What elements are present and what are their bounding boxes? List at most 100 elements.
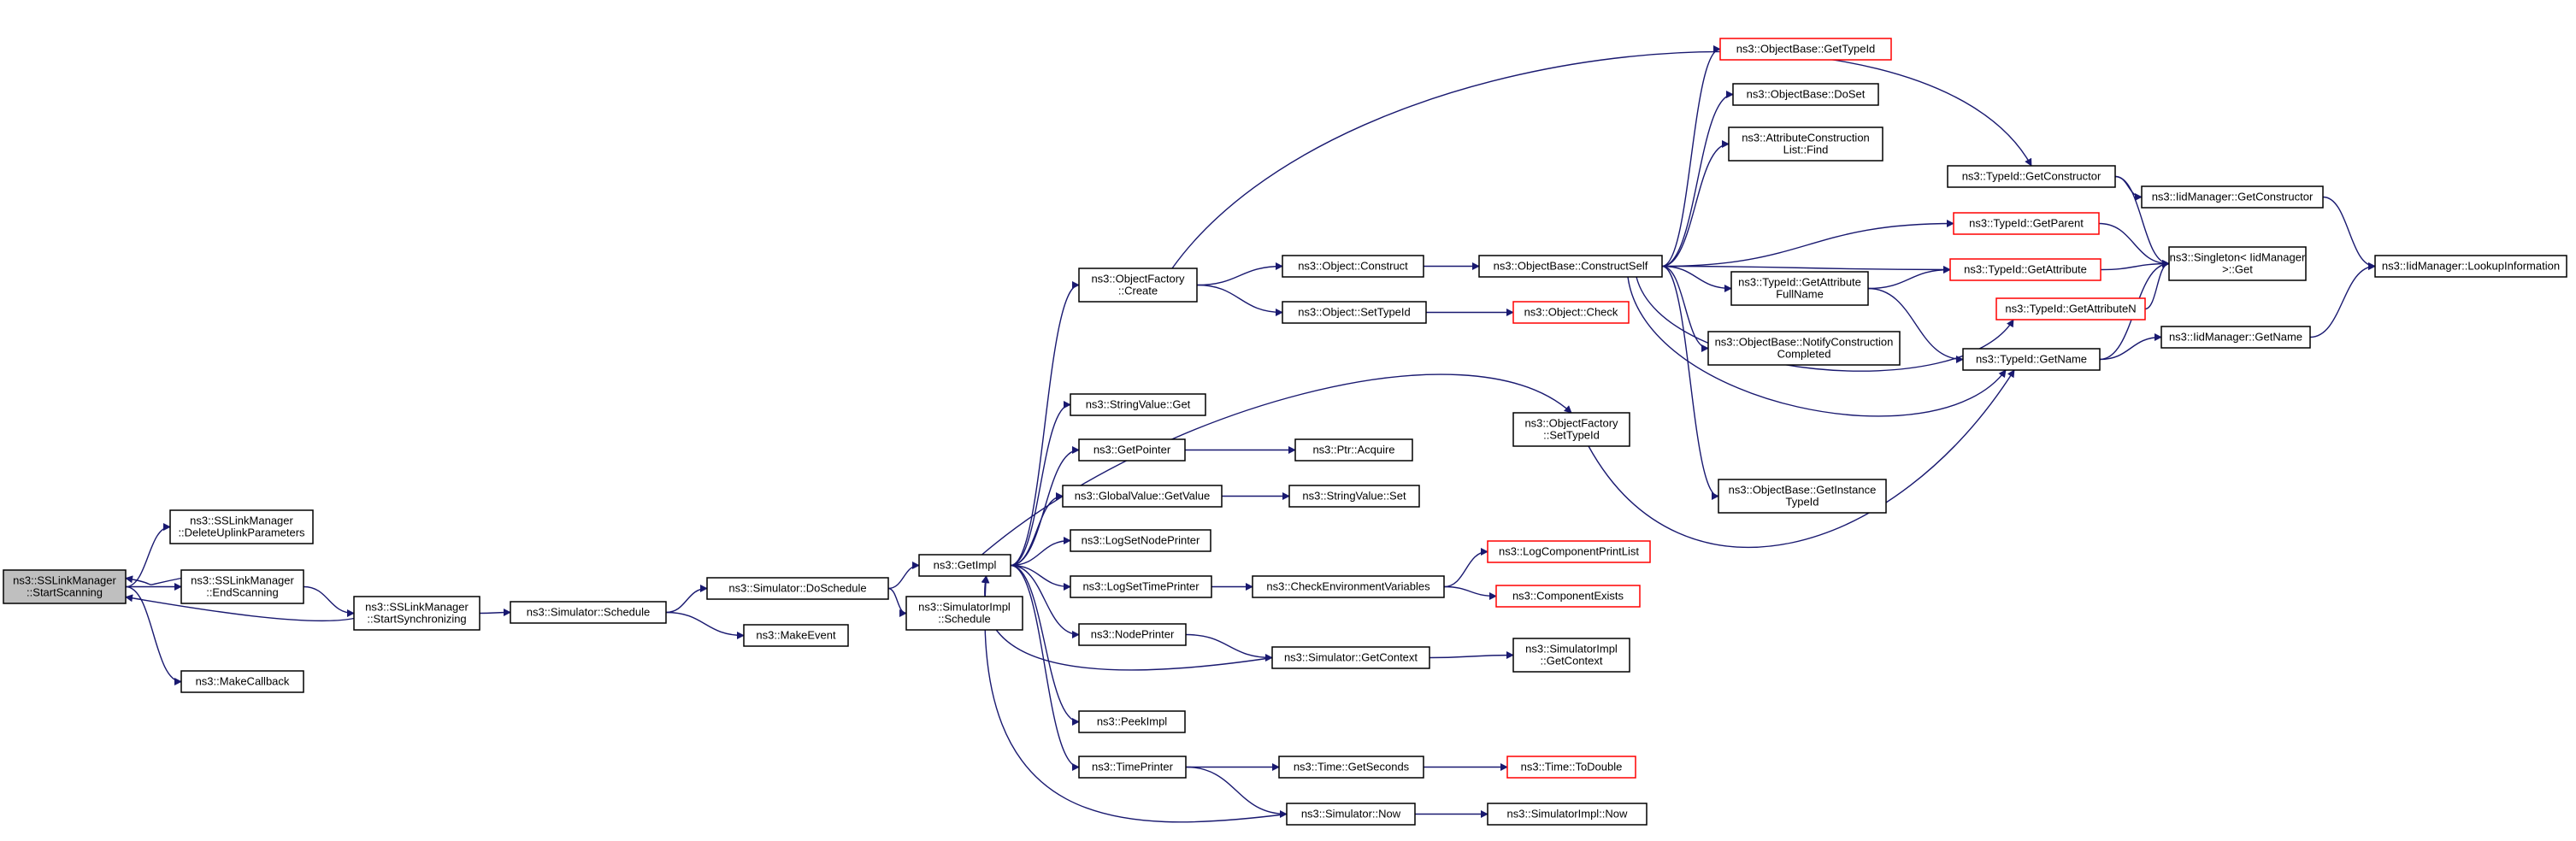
node-make_callback[interactable]: ns3::MakeCallback: [180, 670, 304, 693]
node-simimpl_schedule[interactable]: ns3::SimulatorImpl::Schedule: [905, 596, 1023, 631]
edge-get_impl-to-stringvalue_get: [1010, 401, 1071, 567]
node-box: [905, 596, 1023, 631]
node-label: ::StartSynchronizing: [367, 613, 466, 626]
node-label: ::DeleteUplinkParameters: [178, 526, 305, 539]
node-objbase_notify[interactable]: ns3::ObjectBase::NotifyConstructionCompl…: [1707, 331, 1901, 366]
node-label: ns3::GetImpl: [934, 559, 997, 572]
node-box: [180, 670, 304, 693]
node-typeid_getname[interactable]: ns3::TypeId::GetName: [1962, 348, 2101, 371]
node-objbase_gettypeid[interactable]: ns3::ObjectBase::GetTypeId: [1719, 38, 1892, 61]
edge-start_scanning-to-make_callback: [125, 585, 182, 685]
edge-sim_schedule-to-make_event: [665, 611, 745, 639]
node-typeid_getparent[interactable]: ns3::TypeId::GetParent: [1953, 212, 2100, 235]
node-box: [1947, 165, 2116, 188]
edge-sim_now-to-get_impl: [981, 575, 1288, 823]
node-label: ns3::Object::SetTypeId: [1298, 306, 1411, 319]
node-delete_uplink[interactable]: ns3::SSLinkManager::DeleteUplinkParamete…: [169, 509, 314, 544]
node-label: ns3::ObjectFactory: [1524, 417, 1618, 430]
node-box: [1707, 331, 1901, 366]
node-object_construct[interactable]: ns3::Object::Construct: [1282, 255, 1424, 278]
node-label: ::SetTypeId: [1543, 429, 1600, 442]
edge-objbase_constructself-to-objbase_getinstancetypeid: [1661, 265, 1719, 500]
node-stringvalue_set[interactable]: ns3::StringValue::Set: [1288, 485, 1420, 508]
node-box: [1478, 255, 1663, 278]
edge-typeid_getattributen-to-singleton_get: [2144, 260, 2170, 310]
node-singleton_get[interactable]: ns3::Singleton< IidManager >::Get: [2168, 246, 2307, 281]
node-node_printer[interactable]: ns3::NodePrinter: [1078, 623, 1187, 646]
node-start_scanning[interactable]: ns3::SSLinkManager::StartScanning: [3, 569, 127, 604]
node-label: ns3::StringValue::Set: [1302, 490, 1406, 503]
node-objbase_constructself[interactable]: ns3::ObjectBase::ConstructSelf: [1478, 255, 1663, 278]
node-objfactory_settypeid[interactable]: ns3::ObjectFactory::SetTypeId: [1512, 412, 1630, 447]
node-simimpl_getcontext[interactable]: ns3::SimulatorImpl::GetContext: [1512, 638, 1630, 673]
node-component_exists[interactable]: ns3::ComponentExists: [1495, 585, 1641, 608]
edge-objbase_constructself-to-typeid_getattributefullname: [1661, 265, 1732, 292]
node-typeid_getattributen[interactable]: ns3::TypeId::GetAttributeN: [1995, 297, 2146, 321]
node-box: [1718, 479, 1887, 514]
node-iidmanager_lookupinformation[interactable]: ns3::IidManager::LookupInformation: [2374, 255, 2567, 278]
edge-objfactory_settypeid-to-typeid_getname: [1588, 369, 2015, 549]
node-object_settypeid[interactable]: ns3::Object::SetTypeId: [1282, 301, 1427, 324]
node-sim_doschedule[interactable]: ns3::Simulator::DoSchedule: [706, 577, 889, 600]
node-typeid_getattribute[interactable]: ns3::TypeId::GetAttribute: [1949, 258, 2101, 281]
edge-check_env_vars-to-log_component_printlist: [1443, 548, 1488, 588]
node-label: ns3::Simulator::Schedule: [527, 606, 651, 619]
node-start_sync[interactable]: ns3::SSLinkManager::StartSynchronizing: [353, 596, 480, 631]
edge-time_printer-to-sim_now: [1185, 766, 1288, 818]
node-box: [1078, 710, 1186, 733]
node-time_printer[interactable]: ns3::TimePrinter: [1078, 756, 1187, 779]
node-box: [1294, 438, 1413, 462]
node-make_event[interactable]: ns3::MakeEvent: [743, 624, 849, 647]
node-box: [1728, 126, 1883, 162]
node-ptr_acquire[interactable]: ns3::Ptr::Acquire: [1294, 438, 1413, 462]
node-stringvalue_get[interactable]: ns3::StringValue::Get: [1070, 393, 1206, 416]
node-box: [1719, 38, 1892, 61]
node-log_set_time_printer[interactable]: ns3::LogSetTimePrinter: [1070, 575, 1212, 598]
node-box: [180, 569, 304, 604]
node-label: ns3::IidManager::GetConstructor: [2152, 191, 2314, 203]
edge-objfactory_create-to-object_settypeid: [1196, 284, 1283, 316]
node-label: ns3::Simulator::GetContext: [1284, 651, 1418, 664]
node-time_getseconds[interactable]: ns3::Time::GetSeconds: [1278, 756, 1424, 779]
node-iidmanager_getconstructor[interactable]: ns3::IidManager::GetConstructor: [2141, 185, 2324, 209]
node-simimpl_now[interactable]: ns3::SimulatorImpl::Now: [1487, 803, 1648, 826]
node-label: ns3::CheckEnvironmentVariables: [1266, 580, 1430, 593]
node-objfactory_create[interactable]: ns3::ObjectFactory::Create: [1078, 268, 1198, 303]
node-box: [2160, 326, 2311, 349]
node-sim_getcontext[interactable]: ns3::Simulator::GetContext: [1271, 646, 1430, 669]
node-label: ns3::GetPointer: [1093, 444, 1171, 456]
edge-objbase_constructself-to-typeid_getparent: [1661, 220, 1954, 268]
node-get_impl[interactable]: ns3::GetImpl: [918, 554, 1011, 577]
node-get_pointer[interactable]: ns3::GetPointer: [1078, 438, 1186, 462]
node-label: ns3::TypeId::GetConstructor: [1962, 170, 2101, 183]
node-log_set_node_printer[interactable]: ns3::LogSetNodePrinter: [1070, 529, 1211, 552]
node-end_scanning[interactable]: ns3::SSLinkManager::EndScanning: [180, 569, 304, 604]
node-box: [1730, 271, 1869, 306]
node-box: [2141, 185, 2324, 209]
edges-layer: [125, 45, 2376, 823]
node-label: ns3::Object::Construct: [1298, 260, 1408, 273]
edge-sim_doschedule-to-simimpl_schedule: [887, 587, 907, 617]
node-typeid_getconstructor[interactable]: ns3::TypeId::GetConstructor: [1947, 165, 2116, 188]
node-check_env_vars[interactable]: ns3::CheckEnvironmentVariables: [1252, 575, 1445, 598]
node-peek_impl[interactable]: ns3::PeekImpl: [1078, 710, 1186, 733]
edge-typeid_getattributefullname-to-typeid_getattribute: [1867, 266, 1951, 290]
edge-start_sync-to-start_scanning: [125, 594, 355, 622]
node-log_component_printlist[interactable]: ns3::LogComponentPrintList: [1487, 540, 1651, 563]
node-label: ns3::MakeEvent: [756, 629, 836, 642]
node-sim_schedule[interactable]: ns3::Simulator::Schedule: [510, 601, 667, 624]
node-box: [1070, 529, 1211, 552]
node-time_todouble[interactable]: ns3::Time::ToDouble: [1506, 756, 1636, 779]
node-box: [2168, 246, 2307, 281]
node-label: TypeId: [1785, 496, 1819, 509]
node-sim_now[interactable]: ns3::Simulator::Now: [1286, 803, 1416, 826]
node-box: [1078, 756, 1187, 779]
node-iidmanager_getname[interactable]: ns3::IidManager::GetName: [2160, 326, 2311, 349]
node-globalvalue_getvalue[interactable]: ns3::GlobalValue::GetValue: [1062, 485, 1223, 508]
node-object_check[interactable]: ns3::Object::Check: [1512, 301, 1630, 324]
node-objbase_doset[interactable]: ns3::ObjectBase::DoSet: [1732, 83, 1879, 106]
node-box: [1495, 585, 1641, 608]
